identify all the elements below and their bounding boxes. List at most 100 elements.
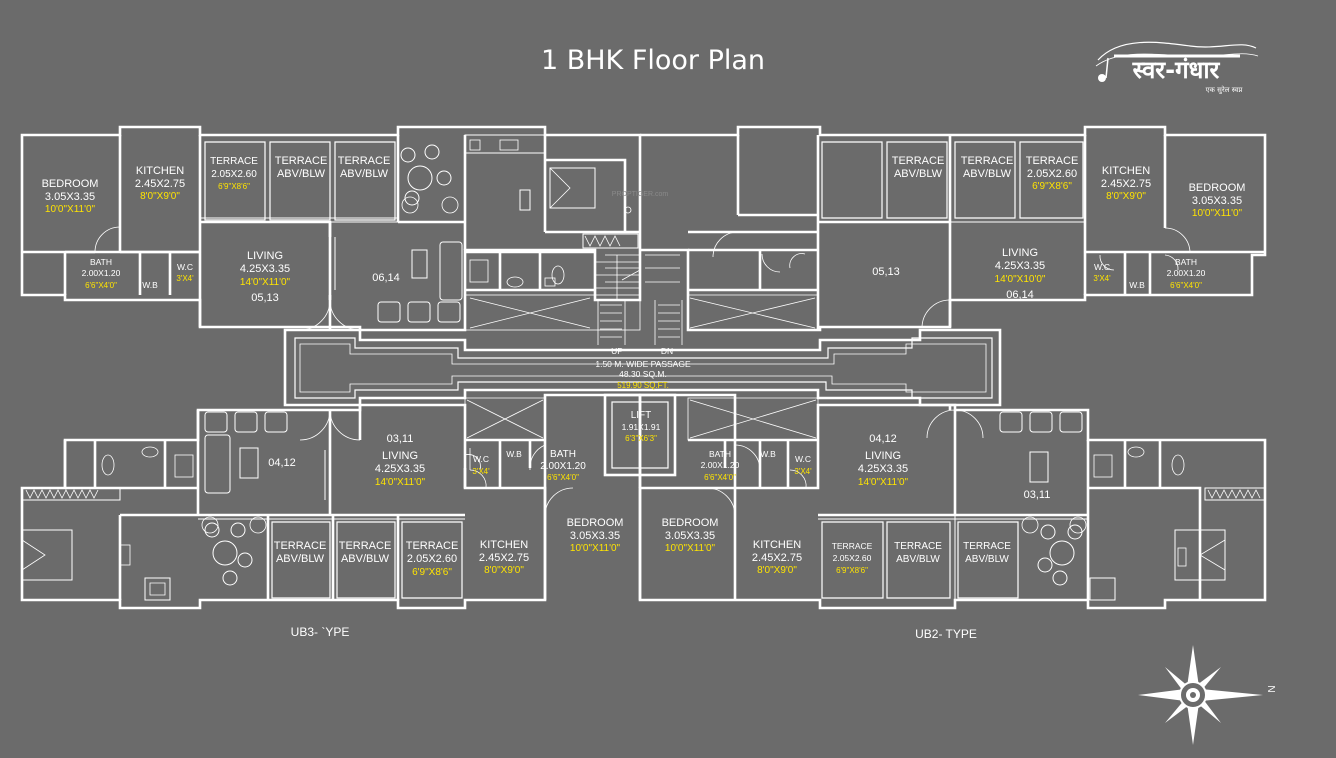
room-note: ABV/BLW bbox=[894, 168, 943, 180]
room-size: 2.45X2.75 bbox=[752, 552, 802, 564]
room-name: TERRACE bbox=[963, 541, 1011, 552]
room-name: TERRACE bbox=[961, 155, 1014, 167]
room-name: KITCHEN bbox=[753, 539, 801, 551]
room-name: LIVING bbox=[1002, 247, 1038, 259]
room-dim: 8'0"X9'0" bbox=[1106, 191, 1146, 202]
room-size: 1.91X1.91 bbox=[622, 422, 661, 432]
room-dim: 3'X4' bbox=[176, 274, 194, 283]
flat-numbers: 03,11 bbox=[1024, 489, 1051, 501]
room-dim: 8'0"X9'0" bbox=[140, 191, 180, 202]
room-name: TERRACE bbox=[894, 541, 942, 552]
room-size: 2.05X2.60 bbox=[211, 169, 257, 180]
room-size: 2.00X1.20 bbox=[701, 460, 740, 470]
room-name: BATH bbox=[550, 449, 576, 460]
room-dim: 14'0"X11'0" bbox=[375, 477, 426, 488]
room-dim: 10'0"X11'0" bbox=[665, 543, 716, 554]
room-name: LIVING bbox=[865, 450, 901, 462]
room-note: ABV/BLW bbox=[277, 168, 326, 180]
room-name: LIVING bbox=[247, 250, 283, 262]
room-name: LIVING bbox=[382, 450, 418, 462]
room-dim: 6'6"X4'0" bbox=[704, 473, 736, 482]
room-name: W.C bbox=[795, 454, 811, 464]
room-size: 4.25X3.35 bbox=[858, 463, 908, 475]
room-size: 2.45X2.75 bbox=[479, 552, 529, 564]
room-size: 2.45X2.75 bbox=[1101, 178, 1151, 190]
music-note-icon bbox=[1098, 74, 1106, 82]
core bbox=[463, 254, 819, 600]
room-dim: 10'0"X11'0" bbox=[1192, 208, 1243, 219]
room-size: 2.05X2.60 bbox=[1027, 168, 1077, 180]
room-name: BATH bbox=[90, 257, 112, 267]
outer-walls bbox=[20, 125, 1267, 610]
room-dim: 3'X4' bbox=[472, 467, 490, 476]
room-dim: 10'0"X11'0" bbox=[45, 204, 96, 215]
room-name: BATH bbox=[1175, 257, 1197, 267]
type-label-right: UB2- TYPE bbox=[915, 627, 977, 641]
compass-icon: N bbox=[1138, 645, 1278, 745]
room-dim: 14'0"X10'0" bbox=[995, 274, 1046, 285]
room-name: BEDROOM bbox=[567, 517, 624, 529]
room-dim: 14'0"X11'0" bbox=[240, 277, 291, 288]
room-dim: 14'0"X11'0" bbox=[858, 477, 909, 488]
compass-north-label: N bbox=[1267, 685, 1278, 692]
room-dim: 6'9"X8'6" bbox=[1032, 181, 1072, 192]
room-name: W.B bbox=[142, 280, 158, 290]
room-size: 2.00X1.20 bbox=[1167, 268, 1206, 278]
room-note: ABV/BLW bbox=[276, 553, 325, 565]
flat-numbers: 03,11 bbox=[387, 433, 414, 445]
room-size: 4.25X3.35 bbox=[375, 463, 425, 475]
room-size: 2.05X2.60 bbox=[407, 553, 457, 565]
stair-down-label: DN bbox=[661, 346, 673, 356]
flat-numbers: 04,12 bbox=[869, 433, 897, 445]
logo-tagline: एक सुरेल स्वप्न bbox=[1206, 85, 1244, 94]
passage-label: 1.50 M. WIDE PASSAGE bbox=[595, 359, 691, 369]
room-size: 2.45X2.75 bbox=[135, 178, 185, 190]
room-dim: 8'0"X9'0" bbox=[757, 565, 797, 576]
room-dim: 6'3"X6'3" bbox=[625, 434, 657, 443]
room-size: 3.05X3.35 bbox=[665, 530, 715, 542]
room-name: W.C bbox=[473, 454, 489, 464]
room-labels: BEDROOM 3.05X3.35 10'0"X11'0" KITCHEN 2.… bbox=[42, 155, 1246, 578]
room-name: TERRACE bbox=[339, 540, 392, 552]
room-note: ABV/BLW bbox=[896, 554, 940, 565]
room-size: 3.05X3.35 bbox=[570, 530, 620, 542]
flat-numbers: 05,13 bbox=[251, 292, 279, 304]
music-swirl bbox=[1097, 41, 1257, 61]
room-name: TERRACE bbox=[1026, 155, 1079, 167]
passage-area-ft: 519.90 SQ.FT. bbox=[617, 381, 669, 390]
room-size: 2.00X1.20 bbox=[82, 268, 121, 278]
room-dim: 3'X4' bbox=[794, 467, 812, 476]
room-name: TERRACE bbox=[210, 156, 258, 167]
room-size: 4.25X3.35 bbox=[995, 260, 1045, 272]
room-note: ABV/BLW bbox=[965, 554, 1009, 565]
room-name: TERRACE bbox=[275, 155, 328, 167]
room-name: W.B bbox=[760, 449, 776, 459]
flat-numbers: 05,13 bbox=[872, 266, 900, 278]
unit-top-right bbox=[687, 135, 1265, 331]
room-name: LIFT bbox=[631, 410, 652, 421]
room-name: KITCHEN bbox=[136, 165, 184, 177]
room-dim: 3'X4' bbox=[1093, 274, 1111, 283]
room-dim: 10'0"X11'0" bbox=[570, 543, 621, 554]
room-dim: 6'9"X8'6" bbox=[412, 567, 452, 578]
room-name: TERRACE bbox=[338, 155, 391, 167]
room-name: W.B bbox=[506, 449, 522, 459]
room-name: KITCHEN bbox=[480, 539, 528, 551]
room-size: 2.00X1.20 bbox=[540, 461, 586, 472]
passage bbox=[283, 328, 1002, 407]
room-note: ABV/BLW bbox=[963, 168, 1012, 180]
room-dim: 6'9"X8'6" bbox=[218, 182, 250, 191]
stair-up-label: UP bbox=[611, 346, 623, 356]
unit-top-left bbox=[22, 134, 641, 331]
room-name: W.C bbox=[177, 262, 193, 272]
room-name: BATH bbox=[709, 449, 731, 459]
room-dim: 6'6"X4'0" bbox=[1170, 281, 1202, 290]
room-name: BEDROOM bbox=[42, 178, 99, 190]
room-size: 3.05X3.35 bbox=[45, 191, 95, 203]
room-name: TERRACE bbox=[406, 540, 459, 552]
watermark: PROPTIGER.com bbox=[612, 191, 669, 198]
flat-numbers: 06,14 bbox=[1006, 289, 1034, 301]
room-note: ABV/BLW bbox=[341, 553, 390, 565]
brand-logo: स्वर-गंधार एक सुरेल स्वप्न bbox=[1095, 41, 1259, 94]
